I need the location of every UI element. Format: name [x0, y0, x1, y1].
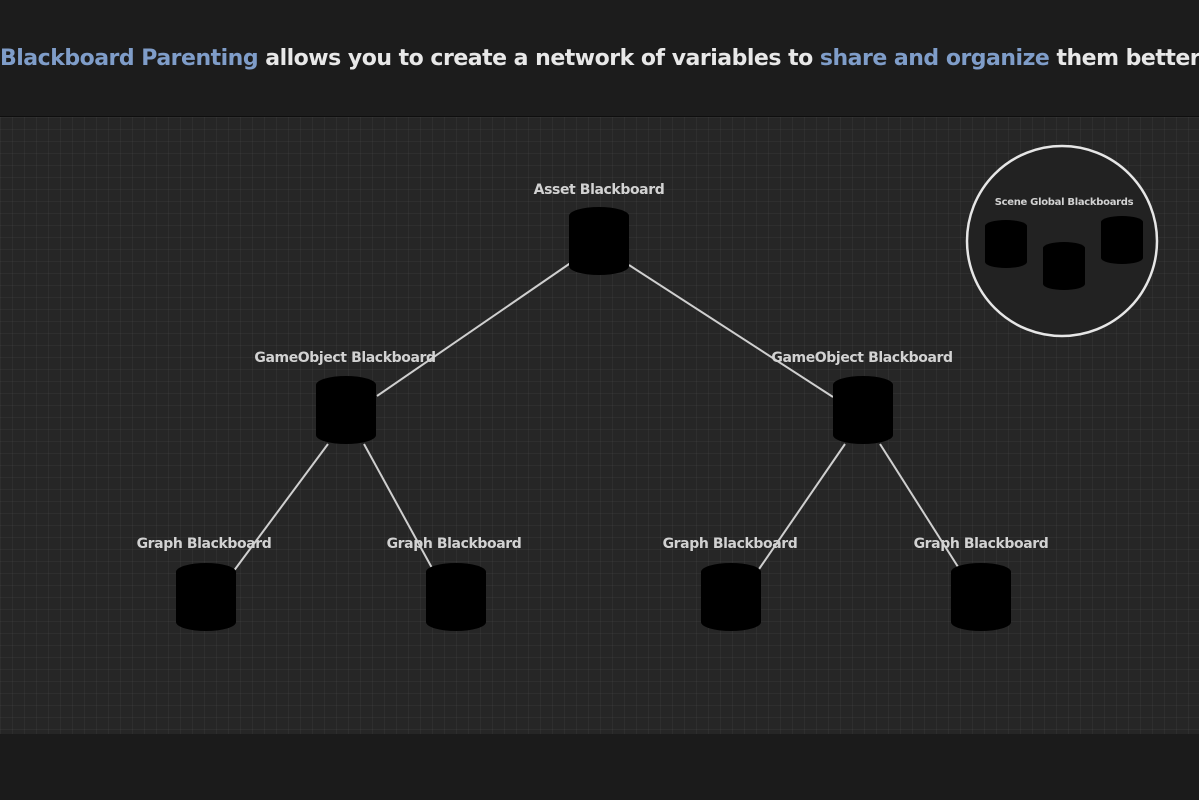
headline: Blackboard Parenting allows you to creat…: [0, 46, 1199, 71]
headline-accent-2: share and organize: [819, 46, 1050, 71]
database-icon: [951, 563, 1011, 631]
database-icon: [701, 563, 761, 631]
headline-accent-1: Blackboard Parenting: [0, 46, 259, 71]
gameobject-blackboard-left-label: GameObject Blackboard: [254, 350, 435, 366]
asset-blackboard-label: Asset Blackboard: [534, 182, 665, 198]
database-icon: [985, 220, 1027, 268]
headline-text-1: allows you to create a network of variab…: [258, 46, 820, 71]
database-icon: [569, 207, 629, 275]
edge-gameobject-left-to-graph-1: [232, 443, 329, 573]
header: Blackboard Parenting allows you to creat…: [0, 0, 1199, 117]
footer: [0, 734, 1199, 800]
graph-blackboard-3-label: Graph Blackboard: [663, 536, 798, 552]
graph-blackboard-2-label: Graph Blackboard: [387, 536, 522, 552]
database-icon: [833, 376, 893, 444]
headline-text-2: them better: [1049, 46, 1199, 71]
graph-blackboard-1-label: Graph Blackboard: [137, 536, 272, 552]
gameobject-blackboard-right-label: GameObject Blackboard: [771, 350, 952, 366]
database-icon: [176, 563, 236, 631]
edge-gameobject-right-to-graph-3: [756, 443, 846, 573]
edge-gameobject-left-to-graph-2: [363, 443, 433, 569]
graph-blackboard-4-label: Graph Blackboard: [914, 536, 1049, 552]
scene-global-blackboards-group: [965, 144, 1159, 338]
edge-asset-to-gameobject-right: [628, 264, 834, 398]
scene-global-blackboards-label: Scene Global Blackboards: [995, 197, 1134, 208]
edge-asset-to-gameobject-left: [376, 261, 573, 397]
database-icon: [1043, 242, 1085, 290]
edge-gameobject-right-to-graph-4: [879, 443, 961, 571]
database-icon: [426, 563, 486, 631]
database-icon: [1101, 216, 1143, 264]
database-icon: [316, 376, 376, 444]
